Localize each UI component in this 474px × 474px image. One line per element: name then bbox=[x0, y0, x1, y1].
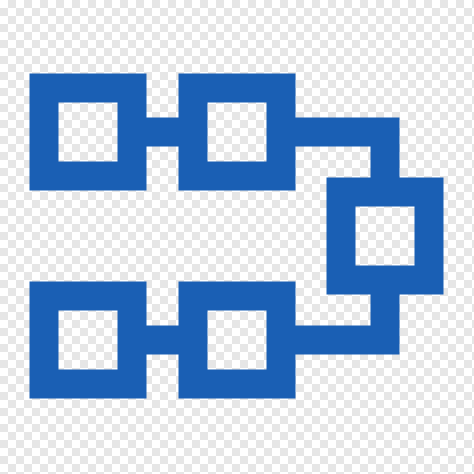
bottom-left-node-box bbox=[29, 281, 147, 399]
top-left-node-box bbox=[29, 73, 147, 191]
bottom-middle-node-box bbox=[178, 281, 296, 399]
right-merge-node-box bbox=[326, 177, 444, 295]
top-middle-to-merge-connector bbox=[295, 117, 400, 178]
bottom-middle-to-merge-connector bbox=[295, 294, 400, 355]
top-middle-node-box bbox=[178, 73, 296, 191]
